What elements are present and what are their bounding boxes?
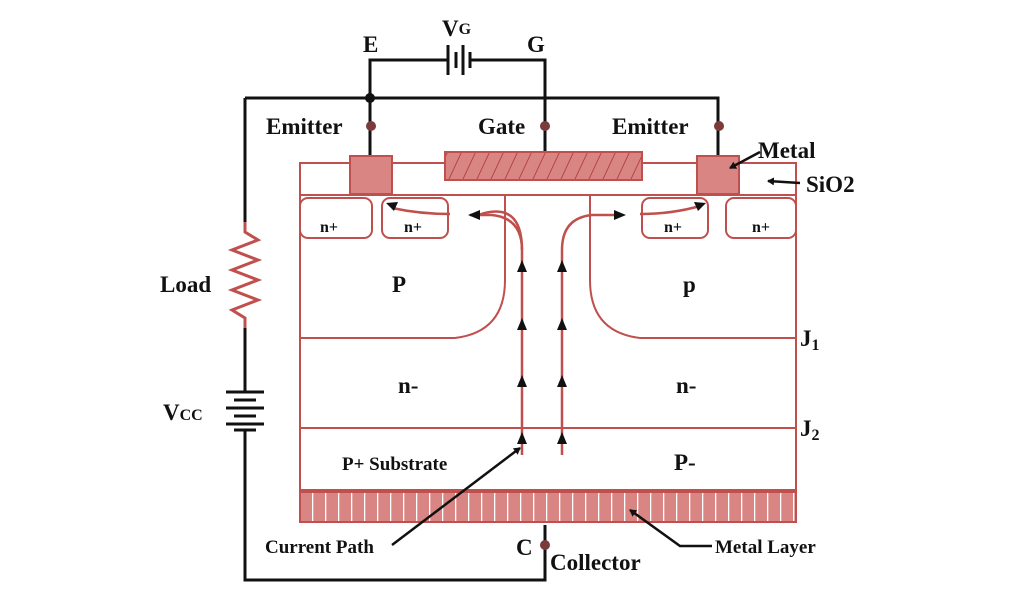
load-resistor: [227, 222, 263, 328]
emitter-right-dot: [714, 121, 724, 131]
p-right-label: p: [683, 272, 696, 297]
arrow-up-r4: [557, 432, 567, 444]
arrow-left-n1: [468, 210, 480, 220]
arrow-up-r2: [557, 318, 567, 330]
current-path-right-branch: [639, 204, 701, 216]
vg-wire-left: [368, 58, 448, 98]
n-plus-region-3: [641, 197, 709, 239]
collector-label: Collector: [550, 550, 641, 575]
emitter-right-label: Emitter: [612, 114, 689, 139]
n-plus-label-4: n+: [752, 219, 770, 236]
p-plus-substrate-label: P+ Substrate: [342, 454, 447, 475]
junction-j1-label: J1: [800, 326, 820, 354]
n-plus-label-2: n+: [404, 219, 422, 236]
metal-label: Metal: [758, 138, 815, 163]
p-well-right-boundary: [589, 195, 796, 339]
arrow-right-n3: [614, 210, 626, 220]
vcc-battery: [226, 390, 264, 432]
vg-label: VG: [442, 16, 472, 41]
external-circuit: [243, 58, 720, 582]
vcc-to-bottom-wire: [243, 430, 547, 582]
gate-label: Gate: [478, 114, 525, 139]
current-arrows: [386, 202, 706, 444]
current-path-left-branch: [391, 206, 451, 216]
emitter-metal-contact-left: [349, 155, 393, 195]
load-label: Load: [160, 272, 211, 297]
gate-dot: [540, 121, 550, 131]
current-paths: [391, 204, 701, 455]
n-plus-label-3: n+: [664, 219, 682, 236]
sio2-pointer: [767, 177, 801, 186]
arrow-up-r1: [557, 260, 567, 272]
n-plus-region-4: [725, 197, 797, 239]
p-well-left-boundary: [300, 195, 506, 339]
current-path-label: Current Path: [265, 537, 374, 558]
p-minus-label: P-: [674, 450, 696, 475]
arrow-up-r3: [557, 375, 567, 387]
n-minus-right-label: n-: [676, 373, 696, 398]
metal-layer-pointer: [629, 508, 712, 548]
current-path-left-2: [477, 210, 524, 251]
sio2-label: SiO2: [806, 172, 855, 197]
vcc-label: VCC: [163, 400, 203, 425]
arrow-left-contact: [386, 202, 398, 211]
emitter-bus: [245, 96, 720, 155]
emitter-junction-dot: [365, 93, 375, 103]
device-body-outline: [299, 195, 797, 491]
n-plus-label-1: n+: [320, 219, 338, 236]
arrow-up-l3: [517, 375, 527, 387]
p-left-label: P: [392, 272, 406, 297]
emitter-left-dot: [366, 121, 376, 131]
n-plus-region-1: [299, 197, 373, 239]
metal-pointer: [729, 150, 761, 170]
terminal-dots: [366, 121, 724, 550]
pointer-lines: [391, 150, 801, 548]
current-path-pointer: [391, 447, 521, 546]
current-path-left: [470, 213, 524, 455]
arrow-up-l2: [517, 318, 527, 330]
arrow-up-l4: [517, 432, 527, 444]
collector-metal-layer: [299, 491, 797, 523]
n-plus-region-2: [381, 197, 449, 239]
terminal-g-label: G: [527, 32, 545, 57]
metal-layer-label: Metal Layer: [715, 537, 816, 558]
junction-j2-label: J2: [800, 416, 820, 444]
arrow-right-contact: [694, 202, 706, 211]
emitter-left-label: Emitter: [266, 114, 343, 139]
igbt-body: [299, 162, 797, 491]
terminal-c-label: C: [516, 535, 533, 560]
emitter-metal-contact-right: [696, 155, 740, 195]
arrow-up-l1: [517, 260, 527, 272]
current-path-right: [560, 213, 620, 455]
n-minus-left-label: n-: [398, 373, 418, 398]
vg-battery: [446, 45, 472, 75]
gate-electrode: [444, 151, 643, 181]
collector-dot: [540, 540, 550, 550]
terminal-e-label: E: [363, 32, 378, 57]
